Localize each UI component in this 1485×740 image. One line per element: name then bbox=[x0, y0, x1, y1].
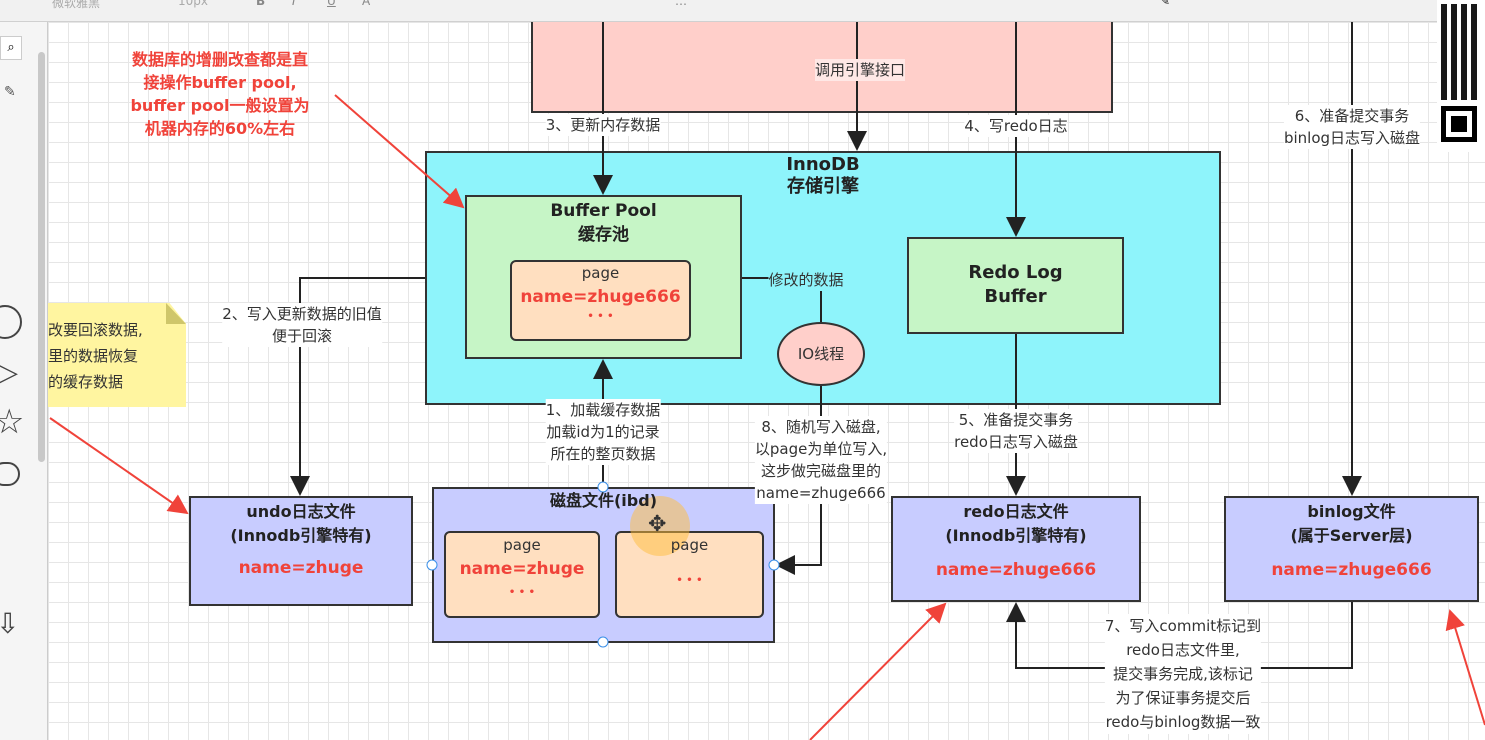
label-modified: 修改的数据 bbox=[768, 269, 844, 291]
shape-diamond[interactable]: ▷ bbox=[0, 358, 18, 388]
buffer-page-box[interactable]: page name=zhuge666 • • • bbox=[510, 260, 691, 341]
io-thread-node[interactable]: IO线程 bbox=[777, 322, 865, 386]
page-label: page bbox=[503, 536, 541, 554]
redo-log-buffer-box[interactable]: Redo Log Buffer bbox=[907, 237, 1124, 334]
font-size-select[interactable]: 10px bbox=[178, 0, 208, 8]
innodb-subtitle: 存储引擎 bbox=[787, 176, 859, 197]
page-dots: • • • bbox=[676, 575, 703, 586]
binlog-title: binlog文件 bbox=[1307, 502, 1396, 521]
label-step4: 4、写redo日志 bbox=[964, 115, 1068, 137]
italic-icon[interactable]: I bbox=[292, 0, 296, 8]
innodb-title: InnoDB bbox=[786, 154, 860, 175]
disk-title: 磁盘文件(ibd) bbox=[549, 491, 658, 510]
selection-handle-top[interactable] bbox=[597, 481, 609, 493]
undo-subtitle: (Innodb引擎特有) bbox=[230, 526, 372, 545]
sidebar-scrollbar[interactable] bbox=[38, 52, 45, 462]
note-line: 的缓存数据 bbox=[48, 373, 124, 391]
search-icon[interactable]: ⌕ bbox=[0, 36, 22, 60]
buffer-pool-title: Buffer Pool bbox=[550, 201, 657, 221]
redo-file-box[interactable]: redo日志文件 (Innodb引擎特有) name=zhuge666 bbox=[891, 496, 1141, 602]
format-painter-icon[interactable]: ✎ bbox=[1160, 0, 1171, 8]
redo-file-value: name=zhuge666 bbox=[935, 560, 1097, 580]
selection-handle-left[interactable] bbox=[426, 559, 438, 571]
red-arrow-note bbox=[49, 417, 189, 515]
disk-page-1[interactable]: page name=zhuge • • • bbox=[444, 531, 600, 618]
binlog-subtitle: (属于Server层) bbox=[1290, 526, 1413, 545]
page-dots: • • • bbox=[587, 311, 614, 322]
label-step3: 3、更新内存数据 bbox=[545, 114, 661, 136]
note-line: 改要回滚数据, bbox=[48, 321, 143, 339]
redo-buffer-title: Redo Log bbox=[968, 262, 1063, 283]
binlog-file-box[interactable]: binlog文件 (属于Server层) name=zhuge666 bbox=[1224, 496, 1479, 602]
font-color-icon[interactable]: A bbox=[362, 0, 371, 8]
shape-circle[interactable] bbox=[0, 305, 22, 339]
move-cursor-icon: ✥ bbox=[648, 512, 667, 537]
annotation-buffer-pool: 数据库的增删改查都是直接操作buffer pool,buffer pool一般设… bbox=[130, 50, 310, 138]
toolbar: 微软雅黑 10px B I U A … ✎ bbox=[0, 0, 1485, 22]
shape-cloud[interactable] bbox=[0, 462, 20, 486]
undo-title: undo日志文件 bbox=[246, 502, 356, 521]
page-value: name=zhuge bbox=[459, 559, 585, 579]
font-select[interactable]: 微软雅黑 bbox=[52, 0, 101, 10]
red-arrow-binlog bbox=[1445, 609, 1485, 726]
page-label: page bbox=[581, 264, 620, 282]
selection-handle-right[interactable] bbox=[768, 559, 780, 571]
page-value: name=zhuge666 bbox=[520, 287, 681, 307]
more-icon[interactable]: … bbox=[675, 0, 687, 8]
label-call-engine: 调用引擎接口 bbox=[814, 59, 906, 81]
label-step1: 1、加载缓存数据加载id为1的记录所在的整页数据 bbox=[545, 399, 661, 465]
underline-icon[interactable]: U bbox=[327, 0, 336, 8]
redo-buffer-subtitle: Buffer bbox=[984, 286, 1047, 307]
buffer-pool-subtitle: 缓存池 bbox=[578, 225, 629, 245]
selection-handle-bottom[interactable] bbox=[597, 636, 609, 648]
cursor-highlight bbox=[630, 496, 690, 556]
redo-file-subtitle: (Innodb引擎特有) bbox=[945, 526, 1087, 545]
red-arrow-annotation bbox=[334, 94, 465, 209]
page-dots: • • • bbox=[508, 587, 536, 598]
sticky-note[interactable]: 改要回滚数据, 里的数据恢复 的缓存数据 bbox=[48, 303, 186, 407]
label-step2: 2、写入更新数据的旧值便于回滚 bbox=[222, 303, 382, 347]
shape-panel: ⌕ ✎ ▷ ☆ ⇩ bbox=[0, 22, 48, 740]
note-line: 里的数据恢复 bbox=[48, 347, 139, 365]
binlog-value: name=zhuge666 bbox=[1271, 560, 1432, 580]
edit-icon[interactable]: ✎ bbox=[4, 84, 16, 100]
page-label: page bbox=[670, 536, 709, 554]
shape-star[interactable]: ☆ bbox=[0, 402, 25, 442]
arrow-step2 bbox=[290, 277, 425, 496]
qr-code bbox=[1437, 0, 1485, 152]
bold-icon[interactable]: B bbox=[256, 0, 266, 8]
redo-file-title: redo日志文件 bbox=[963, 502, 1069, 521]
diagram-canvas[interactable]: InnoDB 存储引擎 Buffer Pool 缓存池 page name=zh… bbox=[48, 22, 1485, 740]
undo-value: name=zhuge bbox=[238, 558, 364, 578]
undo-file-box[interactable]: undo日志文件 (Innodb引擎特有) name=zhuge bbox=[189, 496, 413, 606]
disk-page-2[interactable]: page • • • bbox=[615, 531, 764, 618]
shape-arrow-down[interactable]: ⇩ bbox=[0, 607, 20, 640]
red-arrow-redo bbox=[809, 602, 947, 740]
